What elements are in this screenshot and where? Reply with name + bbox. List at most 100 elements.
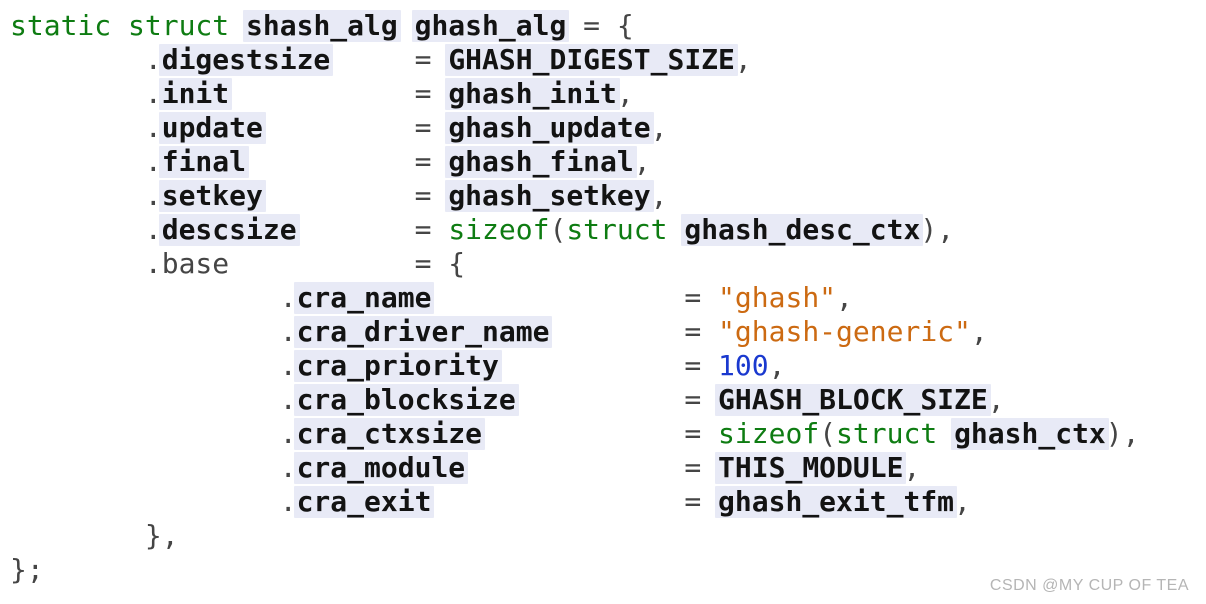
code-line: .cra_driver_name = "ghash-generic", xyxy=(10,315,1140,349)
token-punctuation: , xyxy=(650,179,668,212)
token-whitespace xyxy=(499,349,684,382)
token-punctuation: . xyxy=(279,383,297,416)
token-punctuation: = { xyxy=(566,9,634,42)
token-identifier: init xyxy=(158,78,233,110)
token-whitespace xyxy=(10,519,145,552)
token-punctuation: . xyxy=(144,77,162,110)
token-punctuation: = xyxy=(414,111,449,144)
token-whitespace xyxy=(330,43,414,76)
code-line: .update = ghash_update, xyxy=(10,111,1140,145)
token-identifier: GHASH_BLOCK_SIZE xyxy=(715,384,991,416)
token-punctuation: = xyxy=(684,281,719,314)
token-whitespace xyxy=(431,281,684,314)
code-line: .cra_priority = 100, xyxy=(10,349,1140,383)
token-string: "ghash" xyxy=(718,281,837,314)
token-whitespace xyxy=(10,485,280,518)
token-identifier: cra_driver_name xyxy=(293,316,553,348)
token-identifier: cra_ctxsize xyxy=(293,418,486,450)
token-identifier: ghash_desc_ctx xyxy=(681,214,924,246)
code-line: .cra_name = "ghash", xyxy=(10,281,1140,315)
token-whitespace xyxy=(10,43,145,76)
code-line: static struct shash_alg ghash_alg = { xyxy=(10,9,1140,43)
token-identifier: update xyxy=(158,112,266,144)
code-line: .cra_blocksize = GHASH_BLOCK_SIZE, xyxy=(10,383,1140,417)
token-whitespace xyxy=(246,145,415,178)
token-punctuation: . xyxy=(144,179,162,212)
token-whitespace xyxy=(229,77,414,110)
token-whitespace xyxy=(465,451,684,484)
token-identifier: final xyxy=(158,146,250,178)
token-whitespace xyxy=(297,213,415,246)
token-identifier: ghash_init xyxy=(445,78,620,110)
code-block: static struct shash_alg ghash_alg = { .d… xyxy=(10,9,1140,587)
token-whitespace xyxy=(263,111,415,144)
code-line: .cra_module = THIS_MODULE, xyxy=(10,451,1140,485)
token-identifier: cra_module xyxy=(293,452,469,484)
token-punctuation: . xyxy=(144,213,162,246)
token-whitespace xyxy=(10,417,280,450)
token-whitespace xyxy=(10,145,145,178)
token-punctuation: ), xyxy=(1105,417,1140,450)
token-identifier: cra_priority xyxy=(293,350,502,382)
token-punctuation: ), xyxy=(920,213,955,246)
code-line: .digestsize = GHASH_DIGEST_SIZE, xyxy=(10,43,1140,77)
token-punctuation: , xyxy=(970,315,988,348)
token-punctuation: , xyxy=(903,451,921,484)
token-keyword: static struct xyxy=(10,9,247,42)
code-line: .setkey = ghash_setkey, xyxy=(10,179,1140,213)
token-identifier: digestsize xyxy=(158,44,334,76)
token-punctuation: }, xyxy=(144,519,179,552)
token-punctuation: . xyxy=(279,485,297,518)
token-whitespace xyxy=(10,315,280,348)
token-whitespace xyxy=(431,485,684,518)
token-keyword: sizeof xyxy=(448,213,550,246)
token-whitespace xyxy=(229,247,414,280)
token-keyword: sizeof xyxy=(718,417,820,450)
token-punctuation: ( xyxy=(819,417,837,450)
token-punctuation: , xyxy=(954,485,971,518)
token-punctuation: , xyxy=(836,281,853,314)
token-whitespace xyxy=(482,417,684,450)
token-whitespace xyxy=(10,451,280,484)
token-punctuation: = xyxy=(414,213,449,246)
token-punctuation: . xyxy=(144,43,162,76)
token-identifier: setkey xyxy=(158,180,266,212)
token-punctuation: = xyxy=(684,417,719,450)
token-punctuation: = xyxy=(684,315,719,348)
token-punctuation: . xyxy=(144,111,162,144)
token-identifier: shash_alg xyxy=(243,10,401,42)
token-punctuation: = xyxy=(684,349,719,382)
token-punctuation: }; xyxy=(10,553,44,586)
token-punctuation: = xyxy=(684,383,719,416)
token-keyword: struct xyxy=(566,213,668,246)
code-line: .init = ghash_init, xyxy=(10,77,1140,111)
token-whitespace xyxy=(549,315,684,348)
token-identifier: ghash_exit_tfm xyxy=(715,486,958,518)
token-identifier: THIS_MODULE xyxy=(715,452,907,484)
token-punctuation: , xyxy=(650,111,668,144)
token-punctuation: .base xyxy=(144,247,230,280)
token-whitespace xyxy=(263,179,415,212)
token-whitespace xyxy=(10,383,280,416)
token-identifier: cra_exit xyxy=(293,486,435,518)
token-punctuation: , xyxy=(768,349,786,382)
token-identifier: cra_name xyxy=(293,282,435,314)
token-number: 100 xyxy=(718,349,769,382)
token-identifier: cra_blocksize xyxy=(293,384,519,416)
token-whitespace xyxy=(10,213,145,246)
token-whitespace xyxy=(10,77,145,110)
token-identifier: ghash_update xyxy=(445,112,654,144)
token-punctuation: . xyxy=(279,417,297,450)
watermark: CSDN @MY CUP OF TEA xyxy=(989,577,1189,594)
code-line: .descsize = sizeof(struct ghash_desc_ctx… xyxy=(10,213,1140,247)
token-punctuation: = xyxy=(414,179,449,212)
token-whitespace xyxy=(10,349,280,382)
token-whitespace xyxy=(10,247,145,280)
token-identifier: ghash_ctx xyxy=(951,418,1109,450)
token-whitespace xyxy=(10,281,280,314)
token-identifier: descsize xyxy=(158,214,300,246)
token-punctuation: = xyxy=(414,77,449,110)
token-punctuation: , xyxy=(987,383,1005,416)
token-punctuation: = xyxy=(414,145,449,178)
token-punctuation: . xyxy=(279,315,297,348)
